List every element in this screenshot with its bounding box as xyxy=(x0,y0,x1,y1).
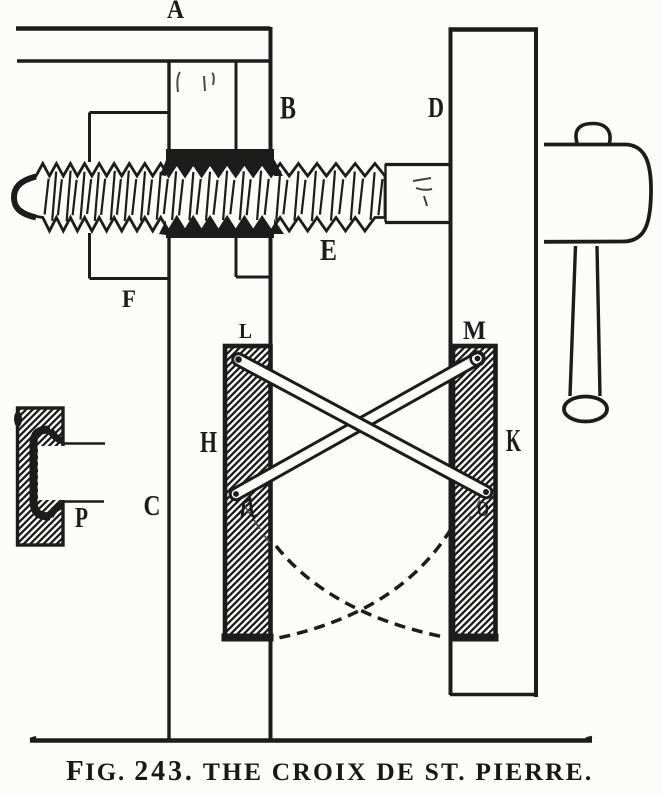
svg-text:M: M xyxy=(463,316,486,345)
svg-text:B: B xyxy=(280,91,296,127)
svg-text:F: F xyxy=(122,286,136,313)
svg-text:O: O xyxy=(477,497,489,521)
svg-text:H: H xyxy=(200,424,217,459)
svg-text:FIG. 243. THE CROIX DE ST. PIE: FIG. 243. THE CROIX DE ST. PIERRE. xyxy=(66,755,592,787)
svg-text:C: C xyxy=(144,490,161,522)
svg-text:L: L xyxy=(239,319,252,343)
svg-text:A: A xyxy=(167,0,184,24)
svg-text:K: K xyxy=(506,422,521,458)
svg-text:E: E xyxy=(320,232,337,267)
svg-text:P: P xyxy=(75,502,88,534)
svg-text:D: D xyxy=(428,92,444,124)
